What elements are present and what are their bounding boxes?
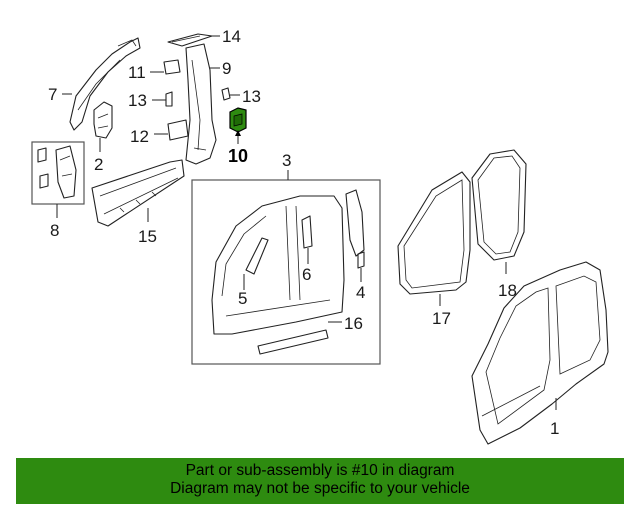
part-2-bracket[interactable]: 2 bbox=[93, 101, 113, 174]
part-5-inner-pillar[interactable]: 5 bbox=[238, 237, 269, 308]
parts-diagram: 14 9 7 11 13 13 12 bbox=[31, 27, 609, 445]
part-11-bracket[interactable]: 11 bbox=[128, 59, 181, 82]
callout-11: 11 bbox=[128, 63, 146, 82]
part-16-sill-strip[interactable]: 16 bbox=[257, 314, 363, 355]
callout-1: 1 bbox=[550, 419, 559, 438]
part-8-reinforcement-kit[interactable]: 8 bbox=[31, 141, 85, 240]
part-6-inner-bracket[interactable]: 6 bbox=[301, 215, 313, 284]
part-3-assembly-box[interactable]: 3 bbox=[191, 151, 381, 365]
part-15-rocker[interactable]: 15 bbox=[91, 159, 185, 246]
callout-4: 4 bbox=[356, 283, 365, 302]
callout-16: 16 bbox=[344, 314, 363, 333]
callout-18: 18 bbox=[498, 281, 517, 300]
callout-13-left: 13 bbox=[128, 91, 147, 110]
callout-5: 5 bbox=[238, 289, 247, 308]
part-1-body-side-outer[interactable]: 1 bbox=[471, 261, 609, 445]
callout-13-right: 13 bbox=[242, 87, 261, 106]
callout-9: 9 bbox=[222, 59, 231, 78]
callout-8: 8 bbox=[50, 221, 59, 240]
part-9-b-pillar[interactable]: 9 bbox=[185, 43, 231, 165]
part-18-rear-door-seal[interactable]: 18 bbox=[471, 149, 527, 300]
part-10-highlighted[interactable]: 10 bbox=[228, 107, 248, 166]
info-banner: Part or sub-assembly is #10 in diagram D… bbox=[16, 458, 624, 504]
callout-15: 15 bbox=[138, 227, 157, 246]
part-14-roof-rail[interactable]: 14 bbox=[167, 27, 241, 47]
part-7-a-pillar[interactable]: 7 bbox=[48, 37, 141, 131]
callout-6: 6 bbox=[302, 265, 311, 284]
part-13-clip-right[interactable]: 13 bbox=[221, 87, 261, 106]
banner-line-2: Diagram may not be specific to your vehi… bbox=[170, 480, 470, 497]
callout-7: 7 bbox=[48, 85, 57, 104]
part-4-pillar-reinforcement[interactable]: 4 bbox=[345, 189, 365, 302]
callout-3: 3 bbox=[282, 151, 291, 170]
callout-14: 14 bbox=[222, 27, 241, 46]
callout-17: 17 bbox=[432, 309, 451, 328]
part-12-plate[interactable]: 12 bbox=[130, 119, 189, 146]
banner-line-1: Part or sub-assembly is #10 in diagram bbox=[185, 462, 455, 479]
callout-10: 10 bbox=[228, 146, 248, 166]
part-17-front-door-seal[interactable]: 17 bbox=[397, 171, 471, 328]
callout-12: 12 bbox=[130, 127, 149, 146]
callout-2: 2 bbox=[94, 155, 103, 174]
part-13-clip-left[interactable]: 13 bbox=[128, 91, 173, 110]
